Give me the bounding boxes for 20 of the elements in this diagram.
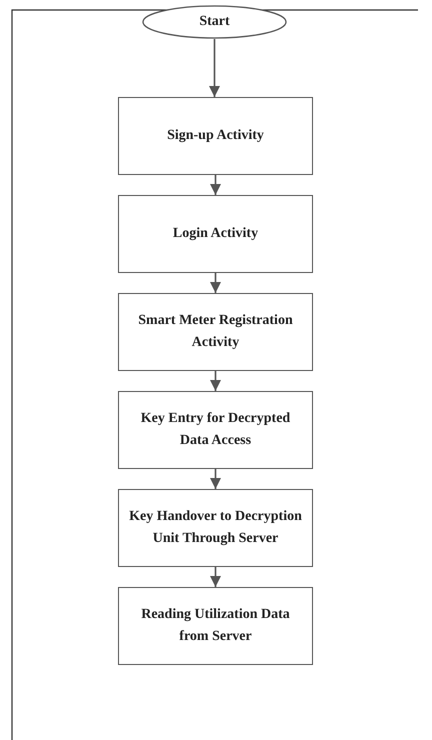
node-label: Start [198,13,231,32]
node-label: Login Activity [172,225,260,244]
node-label: Reading Utilization Data from Server [140,606,291,646]
node-label: Smart Meter Registration Activity [137,312,294,352]
start-ellipse [142,5,287,39]
arrow [208,39,220,97]
arrow [210,469,222,489]
process-box [118,97,313,175]
arrow [210,175,222,195]
process-box [118,293,313,371]
node-label: Key Handover to Decryption Unit Through Server [128,508,303,548]
process-box [118,195,313,273]
process-box [118,489,313,567]
node-label: Key Entry for Decrypted Data Access [140,410,292,450]
arrow [210,273,222,293]
arrow [210,371,222,391]
node-label: Sign-up Activity [166,127,265,146]
process-box [118,587,313,665]
arrow [210,567,222,587]
process-box [118,391,313,469]
